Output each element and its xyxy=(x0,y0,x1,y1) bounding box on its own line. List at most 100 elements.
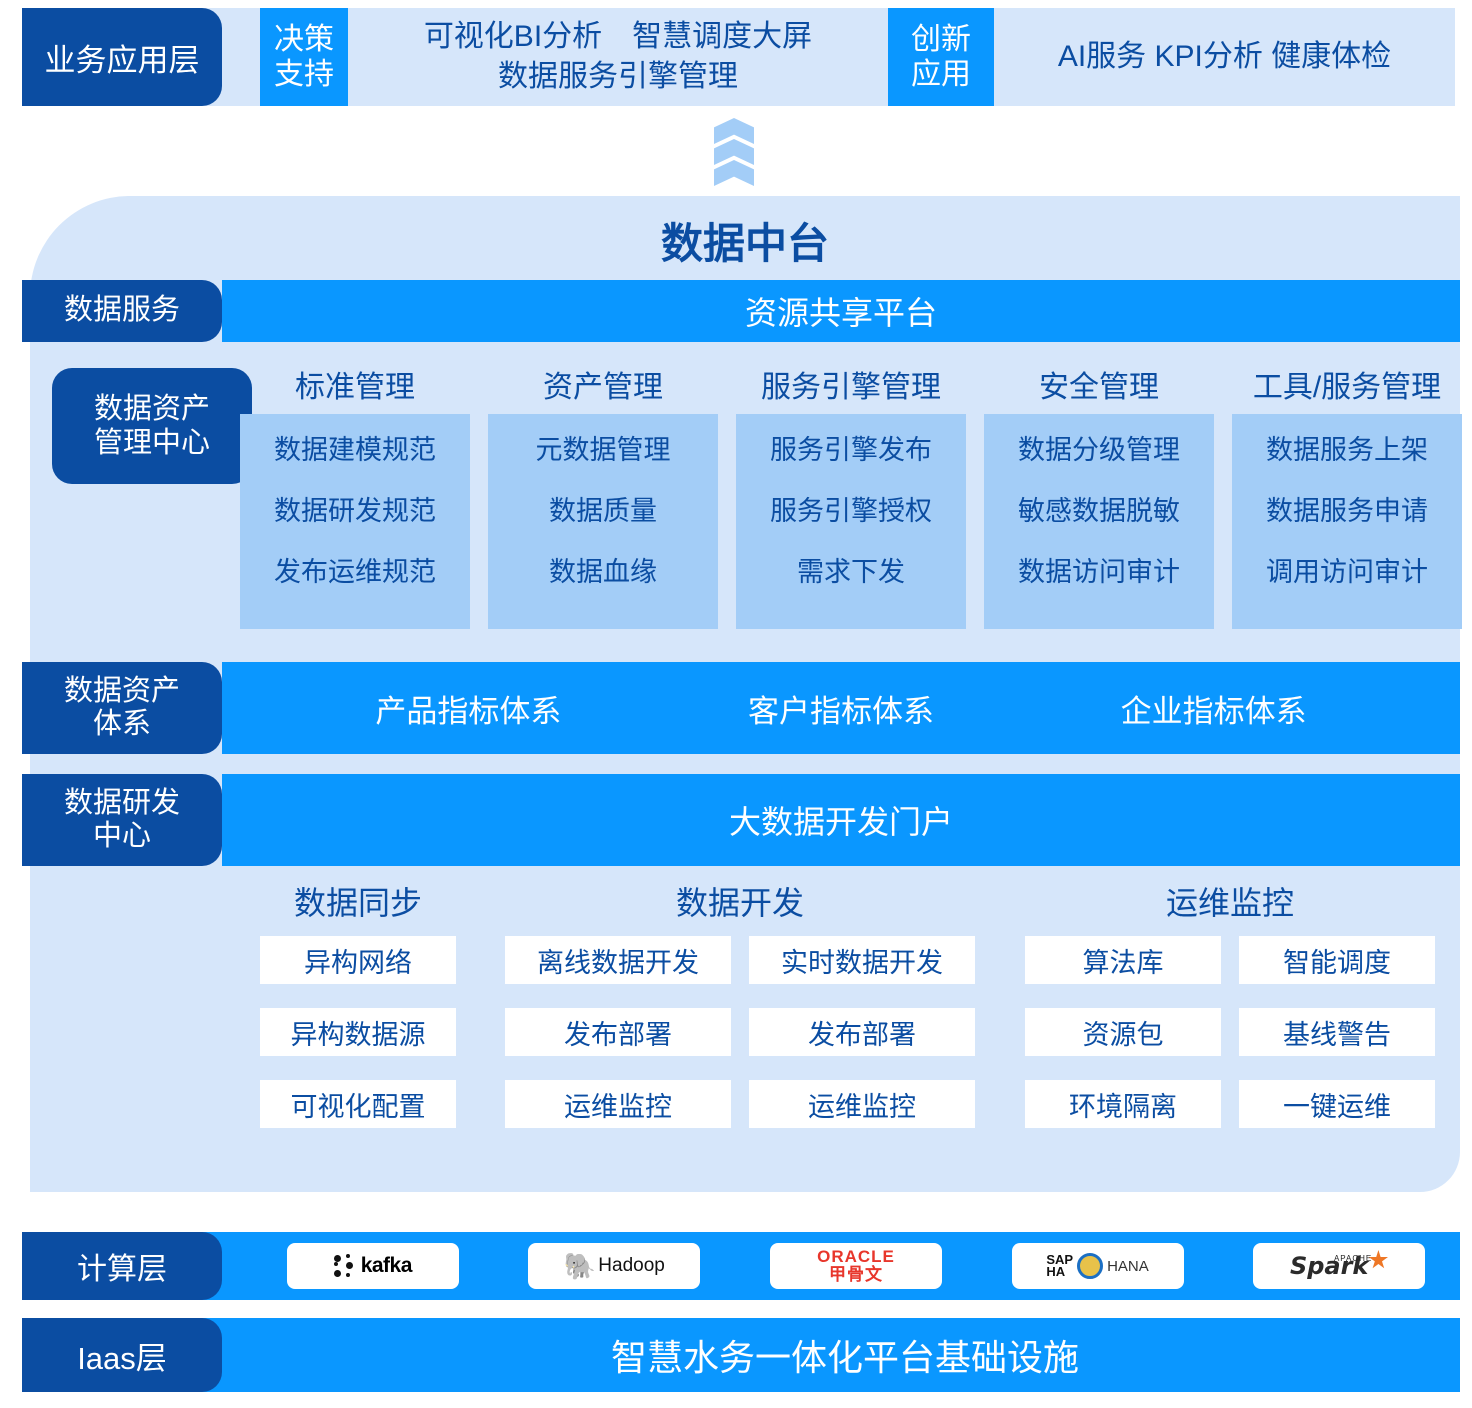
asset-column-box: 服务引擎发布 服务引擎授权 需求下发 xyxy=(736,414,966,629)
dev-cell[interactable]: 运维监控 xyxy=(749,1080,975,1128)
elephant-icon: 🐘 xyxy=(563,1251,597,1281)
dev-group-data-development: 数据开发 离线数据开发 发布部署 运维监控 实时数据开发 发布部署 运维监控 xyxy=(490,878,990,1128)
dev-cell[interactable]: 资源包 xyxy=(1025,1008,1221,1056)
business-apps-innovation: AI服务 KPI分析 健康体检 xyxy=(1057,39,1392,73)
asset-column-title: 标准管理 xyxy=(295,371,415,404)
asset-column-box: 数据分级管理 敏感数据脱敏 数据访问审计 xyxy=(984,414,1214,629)
dev-cell[interactable]: 算法库 xyxy=(1025,936,1221,984)
sap-hana-suffix: HANA xyxy=(1107,1257,1149,1275)
data-asset-system-bar: 数据资产体系 产品指标体系 客户指标体系 企业指标体系 xyxy=(22,662,1460,754)
hadoop-label: Hadoop xyxy=(598,1255,665,1276)
data-rd-center-tag: 数据研发中心 xyxy=(22,774,222,866)
iaas-layer-band xyxy=(30,1318,1460,1392)
compute-layer: 计算层 kafka 🐘 Hadoop ORACLE 甲骨文 xyxy=(22,1232,1460,1300)
asset-item[interactable]: 数据质量 xyxy=(549,496,657,526)
dev-cell[interactable]: 环境隔离 xyxy=(1025,1080,1221,1128)
asset-column-asset-mgmt: 资产管理 元数据管理 数据质量 数据血缘 xyxy=(488,362,718,652)
kafka-icon xyxy=(333,1254,354,1278)
asset-item[interactable]: 服务引擎发布 xyxy=(770,435,932,465)
dev-cell[interactable]: 基线警告 xyxy=(1239,1008,1435,1056)
dev-cell[interactable]: 运维监控 xyxy=(505,1080,731,1128)
dev-cell[interactable]: 异构网络 xyxy=(260,936,456,984)
asset-column-standard: 标准管理 数据建模规范 数据研发规范 发布运维规范 xyxy=(240,362,470,652)
asset-item[interactable]: 数据分级管理 xyxy=(1018,435,1180,465)
asset-column-box: 数据建模规范 数据研发规范 发布运维规范 xyxy=(240,414,470,629)
dev-column: 算法库 资源包 环境隔离 xyxy=(1025,936,1221,1128)
iaas-layer: Iaas层 智慧水务一体化平台基础设施 xyxy=(22,1318,1460,1392)
platform-title: 数据中台 xyxy=(660,220,829,267)
asset-item[interactable]: 数据建模规范 xyxy=(274,435,436,465)
dev-cell[interactable]: 一键运维 xyxy=(1239,1080,1435,1128)
magnifier-icon xyxy=(1077,1253,1104,1279)
data-asset-system-items: 产品指标体系 客户指标体系 企业指标体系 xyxy=(222,662,1460,754)
compute-logo-list: kafka 🐘 Hadoop ORACLE 甲骨文 SAP HA xyxy=(252,1232,1460,1300)
chevron-up-icon xyxy=(714,160,754,186)
data-rd-center-bar: 数据研发中心 大数据开发门户 xyxy=(22,774,1460,866)
data-asset-system-tag: 数据资产体系 xyxy=(22,662,222,754)
dev-column: 实时数据开发 发布部署 运维监控 xyxy=(749,936,975,1128)
asset-column-security: 安全管理 数据分级管理 敏感数据脱敏 数据访问审计 xyxy=(984,362,1214,652)
data-rd-center-label[interactable]: 大数据开发门户 xyxy=(222,774,1460,866)
data-service-bar: 数据服务 资源共享平台 xyxy=(22,280,1460,342)
asset-column-service-engine: 服务引擎管理 服务引擎发布 服务引擎授权 需求下发 xyxy=(736,362,966,652)
asset-column-title: 工具/服务管理 xyxy=(1252,371,1442,404)
asset-item[interactable]: 数据访问审计 xyxy=(1018,557,1180,587)
dev-cell[interactable]: 智能调度 xyxy=(1239,936,1435,984)
asset-system-item[interactable]: 客户指标体系 xyxy=(747,693,934,729)
business-application-layer: 业务应用层 决策支持 可视化BI分析 智慧调度大屏数据服务引擎管理 创新应用 A… xyxy=(0,8,1455,106)
asset-system-item[interactable]: 企业指标体系 xyxy=(1120,693,1307,729)
asset-item[interactable]: 元数据管理 xyxy=(535,435,671,465)
kafka-label: kafka xyxy=(360,1254,413,1277)
business-group-label-decision[interactable]: 决策支持 xyxy=(260,8,348,106)
asset-item[interactable]: 需求下发 xyxy=(797,557,905,587)
asset-column-title: 服务引擎管理 xyxy=(761,371,941,404)
oracle-label-en: ORACLE xyxy=(817,1247,895,1267)
kafka-logo[interactable]: kafka xyxy=(286,1243,459,1289)
asset-item[interactable]: 数据研发规范 xyxy=(274,496,436,526)
compute-layer-band xyxy=(30,1232,1460,1300)
data-service-label[interactable]: 资源共享平台 xyxy=(222,280,1460,342)
oracle-logo[interactable]: ORACLE 甲骨文 xyxy=(769,1243,942,1289)
asset-item[interactable]: 敏感数据脱敏 xyxy=(1018,496,1180,526)
business-layer-tag: 业务应用层 xyxy=(22,8,222,106)
dev-group-title: 运维监控 xyxy=(1165,885,1294,921)
data-service-tag: 数据服务 xyxy=(22,280,222,342)
dev-group-ops-monitoring: 运维监控 算法库 资源包 环境隔离 智能调度 基线警告 一键运维 xyxy=(1020,878,1440,1128)
asset-item[interactable]: 数据服务申请 xyxy=(1266,496,1428,526)
dev-cell[interactable]: 发布部署 xyxy=(505,1008,731,1056)
dev-cell[interactable]: 发布部署 xyxy=(749,1008,975,1056)
asset-column-box: 数据服务上架 数据服务申请 调用访问审计 xyxy=(1232,414,1462,629)
dev-cell[interactable]: 可视化配置 xyxy=(260,1080,456,1128)
business-apps-decision: 可视化BI分析 智慧调度大屏数据服务引擎管理 xyxy=(423,19,813,94)
up-arrow-icon xyxy=(714,118,754,186)
business-group-label-innovation[interactable]: 创新应用 xyxy=(888,8,994,106)
dev-group-title: 数据开发 xyxy=(675,885,804,921)
asset-column-title: 安全管理 xyxy=(1039,371,1159,404)
sap-hana-logo[interactable]: SAP HA HANA xyxy=(1011,1243,1184,1289)
asset-item[interactable]: 发布运维规范 xyxy=(274,557,436,587)
compute-layer-tag: 计算层 xyxy=(22,1232,222,1300)
dev-cell[interactable]: 实时数据开发 xyxy=(749,936,975,984)
dev-column: 异构网络 异构数据源 可视化配置 xyxy=(260,936,456,1128)
asset-item[interactable]: 服务引擎授权 xyxy=(770,496,932,526)
asset-column-title: 资产管理 xyxy=(543,371,663,404)
asset-item[interactable]: 数据服务上架 xyxy=(1266,435,1428,465)
iaas-layer-tag: Iaas层 xyxy=(22,1318,222,1392)
dev-cell[interactable]: 异构数据源 xyxy=(260,1008,456,1056)
dev-cell[interactable]: 离线数据开发 xyxy=(505,936,731,984)
dev-groups-area: 数据同步 异构网络 异构数据源 可视化配置 数据开发 离线数据开发 发布部署 运… xyxy=(30,878,1460,1158)
spark-logo[interactable]: APACHE Spark xyxy=(1253,1243,1426,1289)
asset-item[interactable]: 调用访问审计 xyxy=(1266,557,1428,587)
asset-system-item[interactable]: 产品指标体系 xyxy=(375,693,562,729)
asset-column-box: 元数据管理 数据质量 数据血缘 xyxy=(488,414,718,629)
dev-group-data-sync: 数据同步 异构网络 异构数据源 可视化配置 xyxy=(228,878,488,1128)
hadoop-logo[interactable]: 🐘 Hadoop xyxy=(528,1243,701,1289)
sap-label: SAP xyxy=(1046,1251,1074,1267)
dev-group-title: 数据同步 xyxy=(293,885,422,921)
asset-item[interactable]: 数据血缘 xyxy=(549,557,657,587)
apache-label: APACHE xyxy=(1333,1254,1373,1263)
oracle-label-cn: 甲骨文 xyxy=(828,1265,883,1284)
iaas-layer-label[interactable]: 智慧水务一体化平台基础设施 xyxy=(610,1337,1079,1378)
asset-center-tag: 数据资产管理中心 xyxy=(52,368,252,484)
